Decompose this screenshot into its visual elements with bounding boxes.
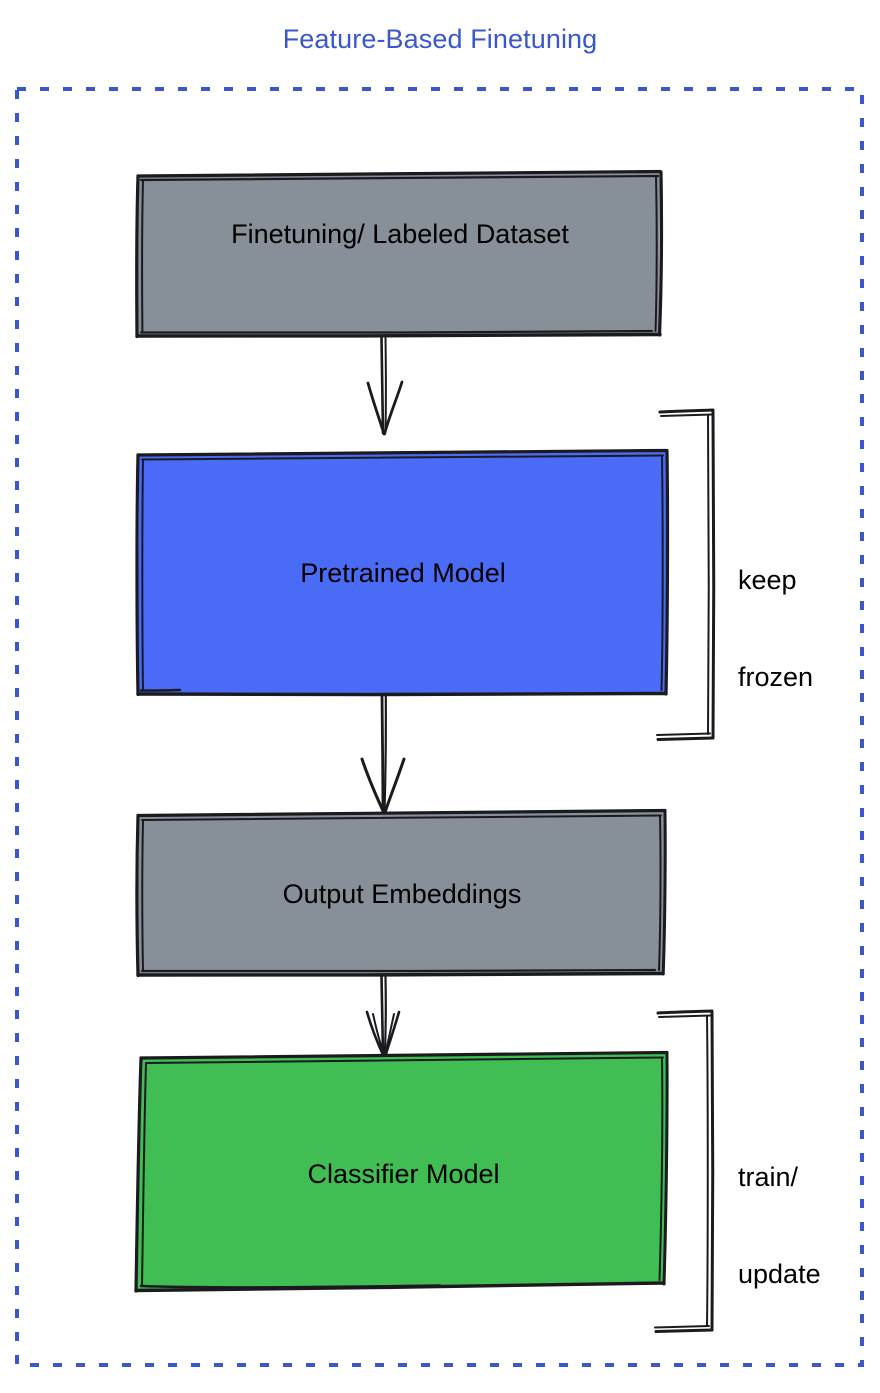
node-classifier-model[interactable] — [134, 1050, 669, 1293]
node-output-embeddings[interactable] — [135, 808, 667, 978]
node-pretrained-model[interactable] — [135, 448, 670, 697]
arrow-dataset-to-pretrained — [366, 335, 404, 436]
page-title: Feature-Based Finetuning — [282, 24, 598, 54]
arrow-pretrained-to-embeddings — [360, 693, 406, 815]
dashed-frame — [15, 87, 864, 1367]
bracket-train-update — [654, 1009, 715, 1333]
bracket-keep-frozen — [656, 408, 716, 741]
arrow-embeddings-to-classifier — [365, 974, 401, 1059]
node-dataset[interactable] — [135, 169, 664, 339]
